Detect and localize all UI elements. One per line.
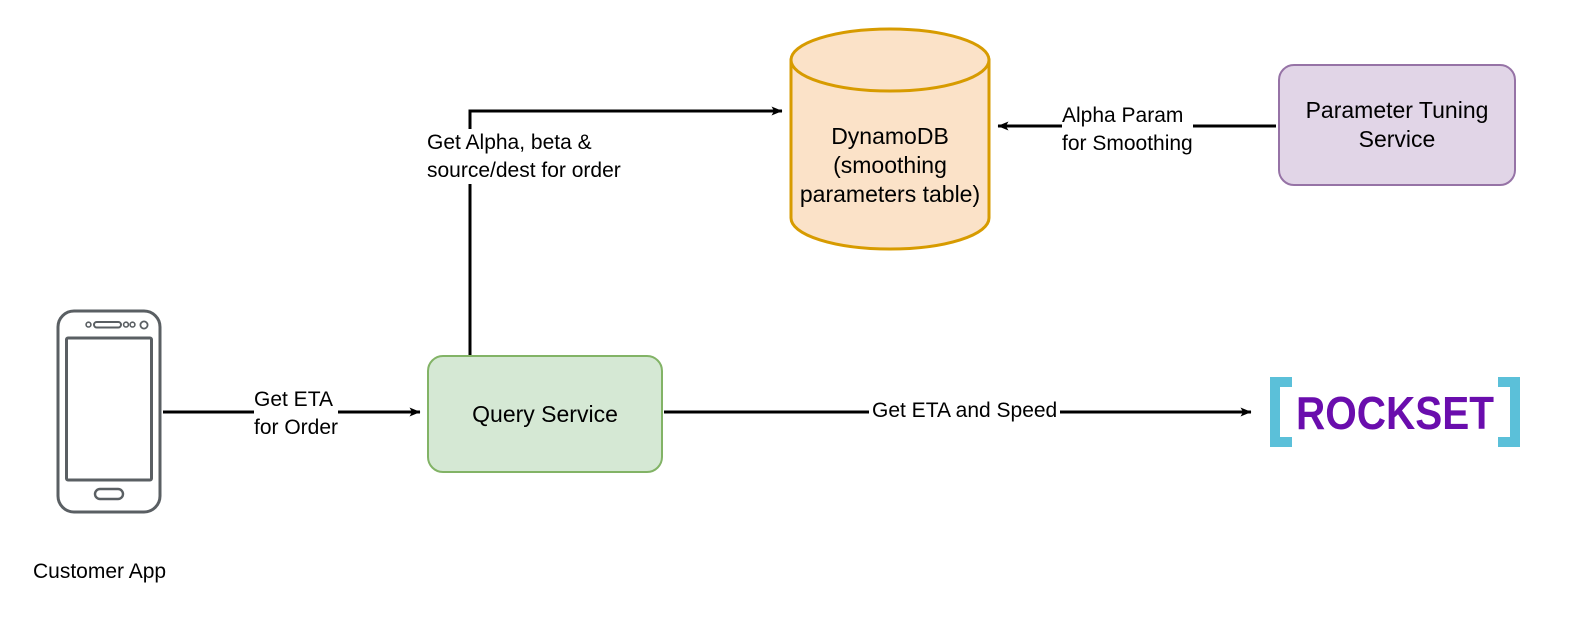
edge-label-get-eta-and-speed: Get ETA and Speed (869, 397, 1061, 425)
rockset-logo-icon: ROCKSET (1270, 377, 1520, 447)
customer-app-phone (56, 309, 162, 514)
node-parameter-tuning-service[interactable]: Parameter Tuning Service (1278, 64, 1516, 186)
edge-label-alpha-param: Alpha Param for Smoothing (1062, 102, 1193, 158)
edge-query-to-dynamodb (468, 106, 783, 356)
node-query-service[interactable]: Query Service (427, 355, 663, 473)
rockset-logo[interactable]: ROCKSET (1266, 375, 1524, 449)
rockset-wordmark: ROCKSET (1296, 387, 1494, 439)
customer-app-label: Customer App (33, 560, 167, 583)
node-dynamodb[interactable]: DynamoDB (smoothing parameters table) (788, 26, 992, 252)
cylinder-shape (789, 27, 991, 251)
smartphone-icon (56, 309, 162, 514)
edge-label-get-eta-for-order: Get ETA for Order (254, 386, 339, 442)
edge-label-get-alpha: Get Alpha, beta & source/dest for order (427, 129, 621, 185)
node-dynamodb-label: DynamoDB (smoothing parameters table) (799, 123, 981, 207)
